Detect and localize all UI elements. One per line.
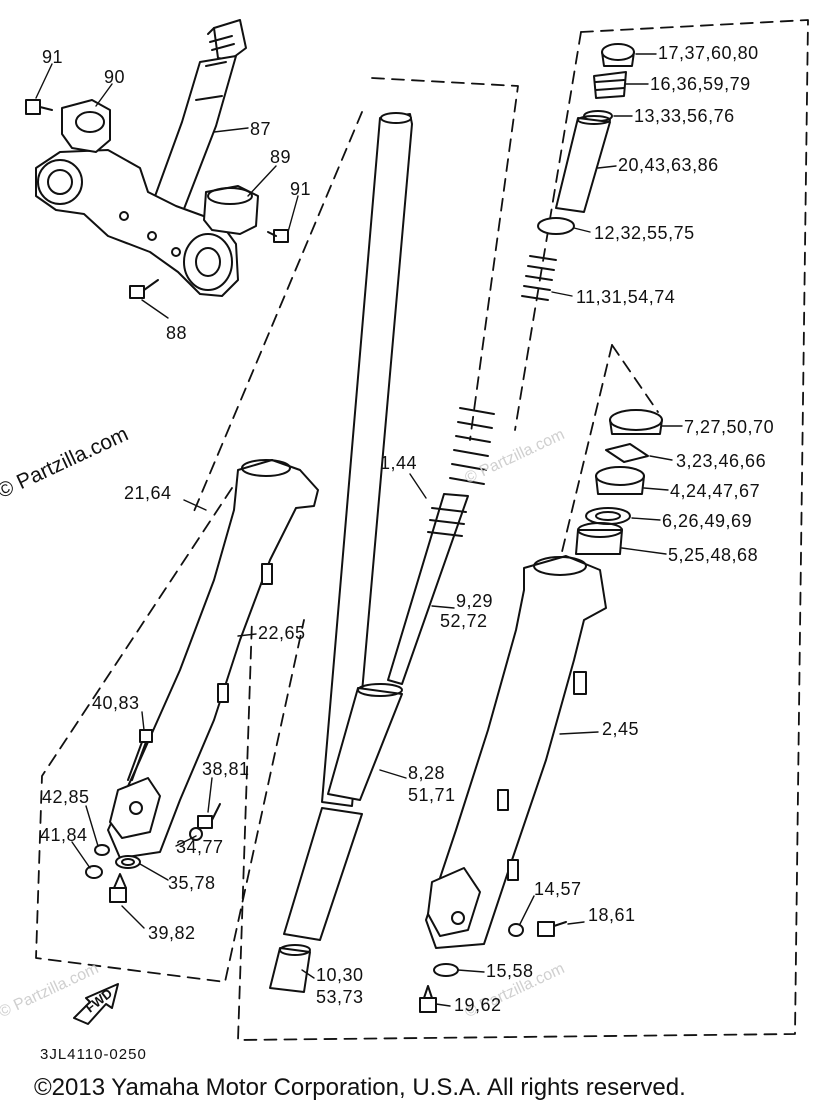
callout-91-top: 91 (42, 47, 64, 67)
callout-51-71: 51,71 (408, 785, 456, 805)
callout-9-29: 9,29 (456, 591, 494, 611)
bolt-40-83 (127, 729, 153, 781)
inner-tube (321, 112, 413, 807)
cylinder-8-28 (327, 683, 403, 801)
callout-22-65: 22,65 (258, 623, 306, 643)
callout-13-33-56-76: 13,33,56,76 (634, 106, 735, 126)
callout-4-24-47-67: 4,24,47,67 (670, 481, 761, 501)
bolt-19-62 (419, 985, 437, 1013)
bolt-38-81 (197, 803, 221, 829)
cap-bolt-17 (601, 43, 635, 67)
callout-52-72: 52,72 (440, 611, 488, 631)
callout-6-26-49-69: 6,26,49,69 (662, 511, 753, 531)
oil-lock-piece-10-30 (269, 944, 311, 993)
callout-90: 90 (104, 67, 126, 87)
clamp-90 (61, 99, 111, 153)
callout-21-64: 21,64 (124, 483, 172, 503)
lower-sleeve (283, 807, 363, 941)
spacer-20 (555, 115, 611, 213)
callout-39-82: 39,82 (148, 923, 196, 943)
callout-88: 88 (166, 323, 188, 343)
bolt-39-82 (109, 873, 127, 903)
diagram-code: 3JL4110-0250 (40, 1046, 147, 1063)
callout-10-30: 10,30 (316, 965, 364, 985)
callout-38-81: 38,81 (202, 759, 250, 779)
callout-42-85: 42,85 (42, 787, 90, 807)
gasket-15-58 (433, 963, 459, 977)
callout-12-32-55-75: 12,32,55,75 (594, 223, 695, 243)
gasket-35-78 (115, 855, 141, 869)
outer-tube-right (425, 555, 607, 949)
callout-15-58: 15,58 (486, 961, 534, 981)
callout-16-36-59-79: 16,36,59,79 (650, 74, 751, 94)
bushing-5 (575, 522, 623, 555)
damper-rod (387, 493, 469, 685)
nut-41-84 (85, 865, 103, 879)
callout-8-28: 8,28 (408, 763, 446, 783)
outer-tube-left (107, 459, 319, 859)
callout-14-57: 14,57 (534, 879, 582, 899)
fwd-arrow (73, 983, 119, 1025)
fork-spring-11 (521, 255, 557, 301)
callout-20-43-63-86: 20,43,63,86 (618, 155, 719, 175)
callout-3-23-46-66: 3,23,46,66 (676, 451, 767, 471)
callout-53-73: 53,73 (316, 987, 364, 1007)
callout-41-84: 41,84 (40, 825, 88, 845)
cap-16 (593, 71, 627, 99)
callout-91-right: 91 (290, 179, 312, 199)
clip-3 (605, 443, 649, 463)
leader-lines (35, 53, 683, 1007)
callout-87: 87 (250, 119, 272, 139)
callout-35-78: 35,78 (168, 873, 216, 893)
washer-42-85 (94, 844, 110, 856)
callout-19-62: 19,62 (454, 995, 502, 1015)
bolt-18-61 (537, 921, 567, 937)
callout-11-31-54-74: 11,31,54,74 (576, 287, 676, 307)
bolt-88 (129, 279, 159, 299)
callout-40-83: 40,83 (92, 693, 140, 713)
oil-seal-4 (595, 466, 645, 495)
under-bracket (35, 149, 239, 297)
dust-seal-7 (609, 409, 663, 435)
washer-14-57 (508, 923, 524, 937)
bolt-91-b (267, 229, 289, 243)
washer-12 (537, 217, 575, 235)
callout-34-77: 34,77 (176, 837, 224, 857)
callout-1-44: 1,44 (380, 453, 418, 473)
rebound-spring (449, 407, 495, 485)
callout-2-45: 2,45 (602, 719, 640, 739)
steering-stem-87 (149, 19, 247, 215)
collar-89 (203, 185, 259, 235)
copyright-notice: ©2013 Yamaha Motor Corporation, U.S.A. A… (34, 1074, 686, 1101)
washer-6 (585, 507, 631, 525)
bolt-91-a (25, 99, 53, 115)
callout-17-37-60-80: 17,37,60,80 (658, 43, 759, 63)
callout-89: 89 (270, 147, 292, 167)
callout-18-61: 18,61 (588, 905, 636, 925)
callout-5-25-48-68: 5,25,48,68 (668, 545, 759, 565)
callout-7-27-50-70: 7,27,50,70 (684, 417, 775, 437)
